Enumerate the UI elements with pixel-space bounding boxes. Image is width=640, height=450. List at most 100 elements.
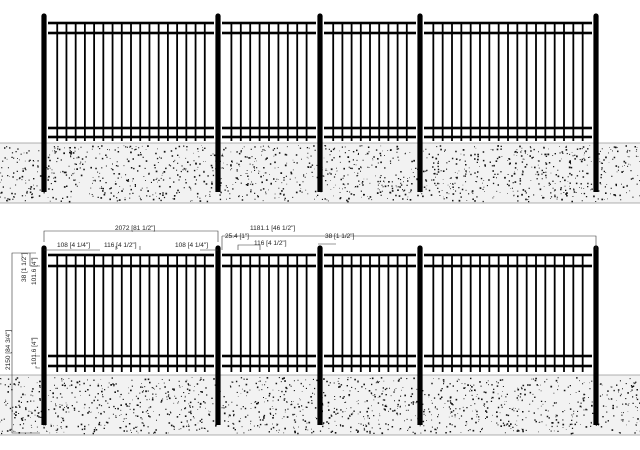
picket	[249, 254, 252, 372]
rail	[324, 21, 416, 25]
rail	[48, 354, 214, 358]
dim-post-size: 38 [1 1/2"]	[325, 233, 355, 240]
rail	[222, 126, 316, 130]
picket	[65, 22, 68, 141]
picket	[525, 254, 528, 372]
picket	[432, 22, 435, 141]
picket	[74, 254, 77, 372]
picket	[479, 254, 481, 372]
picket	[405, 22, 408, 141]
picket	[341, 254, 344, 372]
picket	[350, 254, 353, 372]
post-cap	[317, 245, 323, 251]
picket	[56, 254, 59, 372]
picket	[378, 22, 381, 141]
gravel-speckle	[0, 145, 640, 203]
picket	[277, 254, 280, 372]
picket	[507, 22, 509, 141]
picket	[139, 22, 142, 141]
dimension-lines	[11, 230, 597, 434]
picket	[469, 22, 472, 141]
picket	[268, 254, 270, 372]
picket	[387, 254, 390, 372]
dim-gate-spacing: 116 [4 1/2"]	[254, 240, 287, 247]
picket	[544, 22, 547, 141]
picket	[341, 22, 344, 141]
post	[41, 248, 47, 425]
picket	[111, 22, 114, 141]
picket	[544, 254, 547, 372]
post	[593, 16, 599, 192]
rail	[48, 135, 214, 139]
rail	[324, 31, 416, 35]
post	[215, 248, 221, 425]
picket	[148, 254, 151, 372]
post-cap	[41, 13, 47, 19]
rail	[424, 364, 592, 368]
picket	[332, 254, 335, 372]
picket	[488, 22, 491, 141]
rail	[222, 135, 316, 139]
picket	[553, 254, 556, 372]
post-cap	[41, 245, 47, 251]
dim-end-left: 108 [4 1/4"]	[57, 242, 90, 249]
dim-end-right: 108 [4 1/4"]	[175, 242, 208, 249]
picket	[581, 22, 584, 141]
picket	[230, 254, 233, 372]
picket	[441, 22, 444, 141]
picket	[176, 254, 179, 372]
post-cap	[215, 13, 221, 19]
picket	[460, 22, 463, 141]
picket	[378, 254, 381, 372]
post	[317, 248, 323, 425]
post	[417, 16, 423, 192]
rail	[424, 264, 592, 268]
picket	[507, 254, 509, 372]
picket	[497, 22, 500, 141]
picket	[488, 254, 491, 372]
post-cap	[317, 13, 323, 19]
picket	[277, 22, 280, 141]
picket	[387, 22, 390, 141]
dim-mid: 116 [4 1/2"]	[104, 242, 137, 249]
picket	[296, 22, 299, 141]
picket	[148, 22, 151, 141]
picket	[535, 254, 537, 372]
picket	[239, 254, 242, 372]
dim-overall-width: 2072 [81 1/2"]	[115, 225, 155, 232]
post-cap	[593, 13, 599, 19]
picket	[405, 254, 408, 372]
post	[317, 16, 323, 192]
picket	[139, 254, 142, 372]
rail	[48, 31, 214, 35]
picket	[157, 254, 160, 372]
dim-post-gap: 25.4 [1"]	[225, 233, 249, 240]
rail	[222, 21, 316, 25]
picket	[451, 22, 453, 141]
picket	[369, 22, 371, 141]
picket	[157, 22, 160, 141]
dim-total-height: 2150 [84 3/4"]	[5, 330, 12, 370]
picket	[516, 254, 519, 372]
picket	[563, 254, 565, 372]
post	[41, 16, 47, 192]
picket	[469, 254, 472, 372]
picket	[120, 22, 123, 141]
rail	[424, 21, 592, 25]
rail	[48, 126, 214, 130]
picket	[56, 22, 59, 141]
picket	[83, 254, 86, 372]
picket	[525, 22, 528, 141]
picket	[460, 254, 463, 372]
picket	[553, 22, 556, 141]
picket	[166, 254, 169, 372]
picket	[194, 254, 197, 372]
picket	[65, 254, 68, 372]
rail	[324, 364, 416, 368]
picket	[305, 254, 308, 372]
picket	[258, 22, 261, 141]
picket	[286, 254, 289, 372]
picket	[535, 22, 537, 141]
